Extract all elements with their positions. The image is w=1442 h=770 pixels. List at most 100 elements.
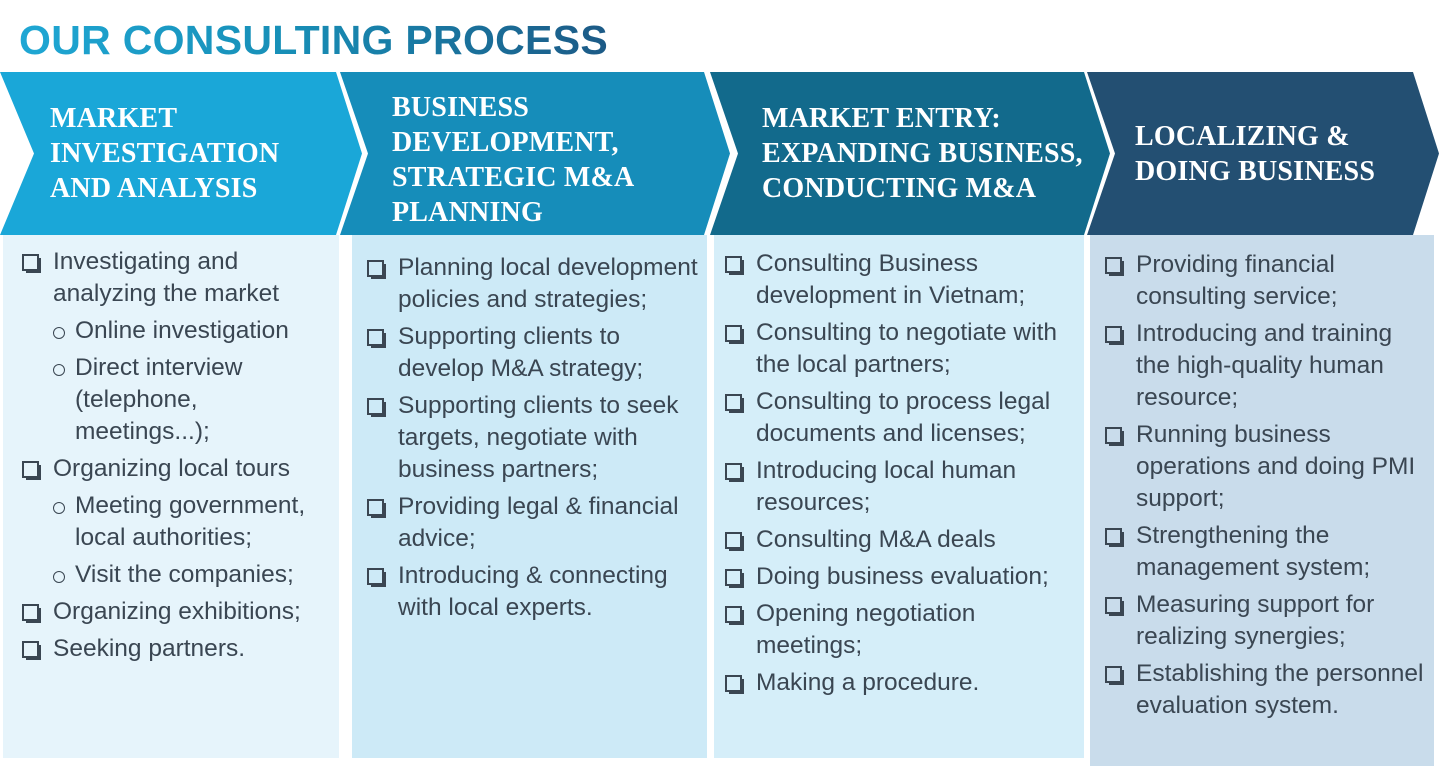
chevron-fill <box>1087 72 1439 235</box>
checkbox-bullet-icon <box>725 256 742 273</box>
list-item: Introducing & connecting with local expe… <box>364 560 701 624</box>
list-item-text: Organizing exhibitions; <box>53 598 301 625</box>
list-item: Planning local development policies and … <box>364 252 701 316</box>
list-item-text: Measuring support for realizing synergie… <box>1136 591 1375 650</box>
list-item: Providing financial consulting service; <box>1102 249 1428 313</box>
list-item: Doing business evaluation; <box>722 561 1078 593</box>
checkbox-bullet-icon <box>725 463 742 480</box>
list-item: Establishing the personnel evaluation sy… <box>1102 658 1428 722</box>
list-item: Organizing exhibitions; <box>19 596 333 628</box>
checkbox-bullet-icon <box>22 641 39 658</box>
list-item-text: Supporting clients to develop M&A strate… <box>398 323 644 382</box>
list-item-text: Introducing local human resources; <box>756 457 1017 516</box>
stage-item-list: Planning local development policies and … <box>364 252 701 624</box>
checkbox-bullet-icon <box>1105 326 1122 343</box>
stage-chevron-4: LOCALIZING & DOING BUSINESS <box>1087 72 1439 235</box>
checkbox-bullet-icon <box>367 329 384 346</box>
list-item: Opening negotiation meetings; <box>722 598 1078 662</box>
list-item-text: Consulting to negotiate with the local p… <box>756 319 1057 378</box>
checkbox-bullet-icon <box>1105 597 1122 614</box>
checkbox-bullet-icon <box>22 461 39 478</box>
list-item: Running business operations and doing PM… <box>1102 419 1428 515</box>
list-item-text: Investigating and analyzing the market <box>53 248 280 307</box>
circle-bullet-icon <box>53 571 65 583</box>
checkbox-bullet-icon <box>367 398 384 415</box>
checkbox-bullet-icon <box>725 394 742 411</box>
list-item-text: Planning local development policies and … <box>398 254 698 313</box>
stage-panel-2: Planning local development policies and … <box>352 235 707 758</box>
chevron-fill <box>710 72 1110 235</box>
checkbox-bullet-icon <box>367 499 384 516</box>
sub-list-item: Online investigation <box>19 315 333 347</box>
list-item: Seeking partners. <box>19 633 333 665</box>
list-item-text: Strengthening the management system; <box>1136 522 1371 581</box>
chevron-fill <box>340 72 730 235</box>
list-item-text: Doing business evaluation; <box>756 563 1049 590</box>
checkbox-bullet-icon <box>367 260 384 277</box>
list-item-text: Seeking partners. <box>53 635 246 662</box>
list-item-text: Introducing & connecting with local expe… <box>398 562 668 621</box>
list-item: Providing legal & financial advice; <box>364 491 701 555</box>
list-item: Consulting M&A deals <box>722 524 1078 556</box>
checkbox-bullet-icon <box>725 675 742 692</box>
checkbox-bullet-icon <box>1105 528 1122 545</box>
checkbox-bullet-icon <box>725 606 742 623</box>
stage-heading: BUSINESS DEVELOPMENT, STRATEGIC M&A PLAN… <box>392 91 635 228</box>
list-item-text: Consulting Business development in Vietn… <box>756 250 1026 309</box>
list-item: Measuring support for realizing synergie… <box>1102 589 1428 653</box>
list-item: Consulting Business development in Vietn… <box>722 248 1078 312</box>
list-item-text: Organizing local tours <box>53 455 290 482</box>
chevron-shape <box>340 72 730 235</box>
sub-list-item-text: Meeting government, local authorities; <box>75 492 306 551</box>
stage-heading: LOCALIZING & DOING BUSINESS <box>1135 120 1376 187</box>
list-item-text: Consulting M&A deals <box>756 526 996 553</box>
stage-chevron-1: MARKET INVESTIGATION AND ANALYSIS <box>0 72 362 235</box>
list-item-text: Providing financial consulting service; <box>1136 251 1338 310</box>
stage-panel-4: Providing financial consulting service; I… <box>1090 235 1434 766</box>
circle-bullet-icon <box>53 327 65 339</box>
checkbox-bullet-icon <box>22 254 39 271</box>
stage-heading: MARKET ENTRY: EXPANDING BUSINESS, CONDUC… <box>762 103 1083 204</box>
checkbox-bullet-icon <box>1105 427 1122 444</box>
stage-item-list: Providing financial consulting service; I… <box>1102 249 1428 722</box>
list-item-text: Making a procedure. <box>756 669 980 696</box>
sub-list-item-text: Visit the companies; <box>75 561 294 588</box>
checkbox-bullet-icon <box>725 569 742 586</box>
checkbox-bullet-icon <box>367 568 384 585</box>
list-item: Organizing local tours <box>19 453 333 485</box>
circle-bullet-icon <box>53 502 65 514</box>
checkbox-bullet-icon <box>725 532 742 549</box>
list-item-text: Providing legal & financial advice; <box>398 493 679 552</box>
chevron-shape <box>1087 72 1439 235</box>
list-item-text: Establishing the personnel evaluation sy… <box>1136 660 1424 719</box>
list-item: Introducing and training the high-qualit… <box>1102 318 1428 414</box>
chevron-shape <box>710 72 1110 235</box>
list-item: Investigating and analyzing the market <box>19 246 333 310</box>
sub-list-item: Meeting government, local authorities; <box>19 490 333 554</box>
circle-bullet-icon <box>53 364 65 376</box>
sub-list-item: Direct interview (telephone, meetings...… <box>19 352 333 448</box>
stage-item-list: Consulting Business development in Vietn… <box>722 248 1078 699</box>
list-item-text: Supporting clients to seek targets, nego… <box>398 392 679 483</box>
list-item: Supporting clients to develop M&A strate… <box>364 321 701 385</box>
list-item: Making a procedure. <box>722 667 1078 699</box>
sub-list-item: Visit the companies; <box>19 559 333 591</box>
sub-list-item-text: Direct interview (telephone, meetings...… <box>75 354 243 445</box>
list-item: Introducing local human resources; <box>722 455 1078 519</box>
list-item: Strengthening the management system; <box>1102 520 1428 584</box>
list-item: Consulting to negotiate with the local p… <box>722 317 1078 381</box>
list-item-text: Introducing and training the high-qualit… <box>1136 320 1393 411</box>
stage-chevron-3: MARKET ENTRY: EXPANDING BUSINESS, CONDUC… <box>710 72 1110 235</box>
list-item: Consulting to process legal documents an… <box>722 386 1078 450</box>
checkbox-bullet-icon <box>22 604 39 621</box>
checkbox-bullet-icon <box>725 325 742 342</box>
list-item: Supporting clients to seek targets, nego… <box>364 390 701 486</box>
chevron-fill <box>0 72 362 235</box>
checkbox-bullet-icon <box>1105 257 1122 274</box>
list-item-text: Opening negotiation meetings; <box>756 600 976 659</box>
stage-panel-3: Consulting Business development in Vietn… <box>714 235 1084 758</box>
page-title: OUR CONSULTING PROCESS <box>19 14 608 66</box>
checkbox-bullet-icon <box>1105 666 1122 683</box>
